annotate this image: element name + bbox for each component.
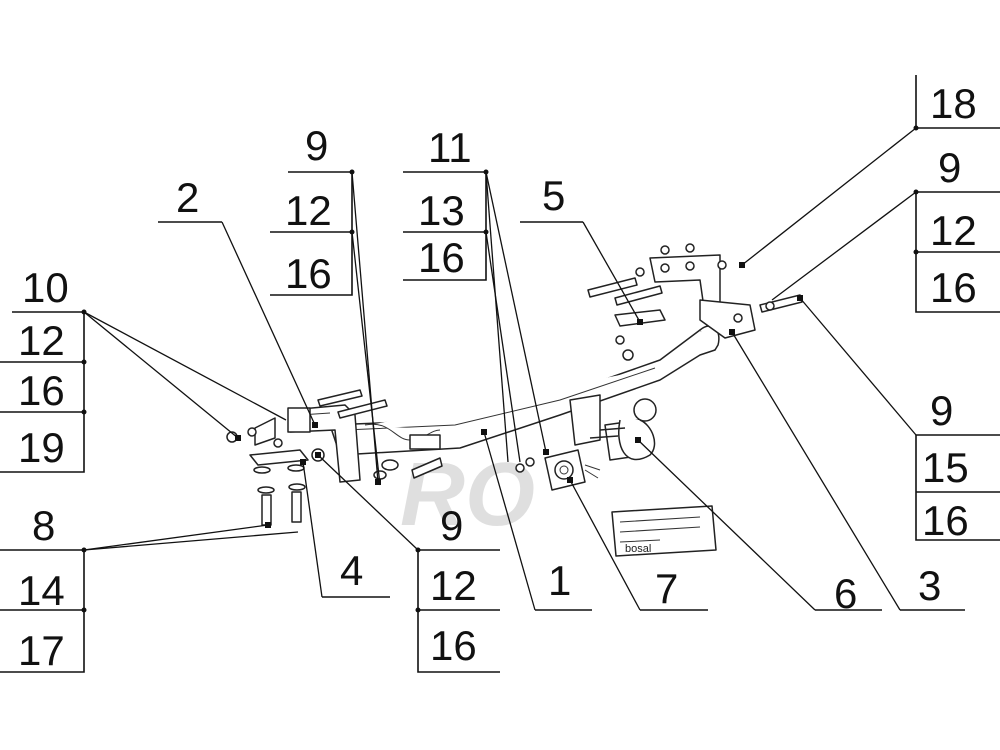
- right-edge-fasteners: [759, 294, 803, 313]
- svg-text:3: 3: [918, 562, 941, 609]
- callout-4: 4: [300, 459, 390, 598]
- left-bolts: [253, 464, 306, 526]
- svg-text:16: 16: [922, 497, 969, 544]
- callout-18: 18: [739, 75, 1000, 268]
- left-side-bracket: [287, 404, 361, 483]
- callout-1: 1: [481, 429, 592, 611]
- svg-text:12: 12: [18, 317, 65, 364]
- watermark-logo: RO: [400, 445, 535, 545]
- svg-text:1: 1: [548, 557, 571, 604]
- svg-text:4: 4: [340, 547, 363, 594]
- svg-text:9: 9: [930, 387, 953, 434]
- svg-text:6: 6: [834, 570, 857, 617]
- svg-text:9: 9: [440, 502, 463, 549]
- svg-text:16: 16: [430, 622, 477, 669]
- svg-text:16: 16: [285, 250, 332, 297]
- callout-11-13-16: 11 13 16: [403, 124, 549, 463]
- callout-2: 2: [158, 174, 318, 428]
- svg-text:9: 9: [305, 122, 328, 169]
- svg-text:2: 2: [176, 174, 199, 221]
- svg-text:16: 16: [930, 264, 977, 311]
- svg-text:12: 12: [285, 187, 332, 234]
- callout-3: 3: [729, 329, 965, 611]
- right-side-bracket: [649, 254, 756, 339]
- svg-text:13: 13: [418, 187, 465, 234]
- svg-text:9: 9: [938, 144, 961, 191]
- main-crossbar: [329, 325, 720, 456]
- callout-8-14-17: 8 14 17: [0, 502, 299, 674]
- svg-text:19: 19: [18, 424, 65, 471]
- svg-text:14: 14: [18, 567, 65, 614]
- callout-6: 6: [635, 437, 882, 617]
- svg-text:8: 8: [32, 502, 55, 549]
- socket-plate: [515, 449, 601, 491]
- svg-text:10: 10: [22, 264, 69, 311]
- label-plate: bosal: [611, 505, 717, 557]
- callout-10-12-16-19: 10 12 16 19: [0, 264, 287, 473]
- svg-text:17: 17: [18, 627, 65, 674]
- svg-text:12: 12: [430, 562, 477, 609]
- callout-9-12-16-top: 9 12 16: [270, 122, 381, 486]
- callout-9-12-16-bottom: 9 12 16: [315, 452, 500, 673]
- callout-9-12-16-right: 9 12 16: [771, 144, 1000, 313]
- callout-7: 7: [567, 477, 708, 612]
- svg-text:16: 16: [18, 367, 65, 414]
- svg-text:12: 12: [930, 207, 977, 254]
- callout-9-15-16-right: 9 15 16: [797, 295, 1000, 544]
- svg-text:5: 5: [542, 172, 565, 219]
- center-left-fasteners: [373, 434, 443, 480]
- callout-5: 5: [520, 172, 643, 325]
- svg-text:16: 16: [418, 234, 465, 281]
- svg-text:7: 7: [655, 565, 678, 612]
- left-lower-plate: [249, 417, 309, 466]
- right-top-bolts: [587, 243, 727, 361]
- tow-ball-bracket: [569, 394, 657, 461]
- svg-text:bosal: bosal: [625, 543, 651, 555]
- svg-text:15: 15: [922, 444, 969, 491]
- svg-text:18: 18: [930, 80, 977, 127]
- svg-text:RO: RO: [400, 445, 535, 545]
- svg-text:11: 11: [428, 124, 472, 171]
